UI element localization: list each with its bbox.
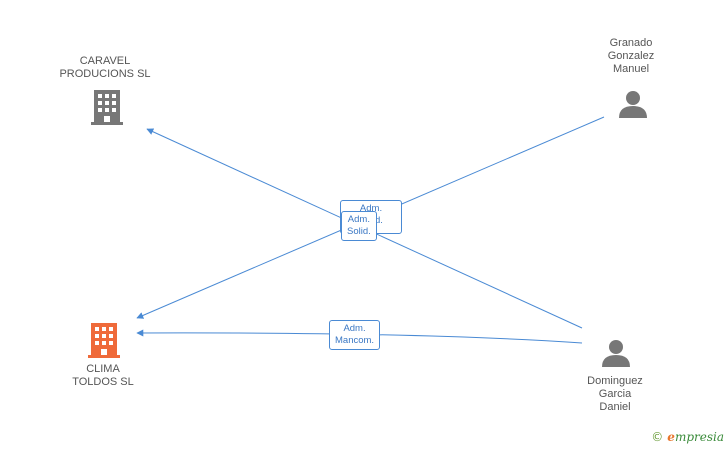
- person-icon[interactable]: [618, 89, 648, 119]
- building-icon[interactable]: [87, 322, 121, 358]
- node-label-line: Daniel: [599, 401, 631, 413]
- brand-e: e: [667, 430, 675, 444]
- node-label-line: Dominguez: [587, 375, 643, 387]
- node-label-line: CARAVEL: [79, 55, 131, 67]
- edge-label-line: Adm.: [359, 203, 383, 214]
- building-icon[interactable]: [90, 89, 124, 125]
- node-label-line: Garcia: [598, 388, 632, 400]
- edge-label-granado-clima[interactable]: Adm. Solid.: [341, 211, 377, 241]
- node-label-line: Manuel: [612, 63, 650, 75]
- node-label-line: PRODUCIONS SL: [59, 68, 151, 80]
- edge-label-line: Adm.: [347, 214, 370, 225]
- person-icon[interactable]: [601, 338, 631, 368]
- node-label-line: CLIMA: [86, 363, 120, 375]
- node-label-clima: CLIMA TOLDOS SL: [56, 363, 150, 389]
- node-label-granado: Granado Gonzalez Manuel: [586, 37, 676, 76]
- copyright-icon: ©: [651, 430, 664, 444]
- edge-label-line: Solid.: [347, 226, 371, 237]
- edge-label-line: Mancom.: [335, 335, 375, 346]
- node-label-line: TOLDOS SL: [72, 376, 134, 388]
- node-label-line: Granado: [609, 37, 653, 49]
- node-label-caravel: CARAVEL PRODUCIONS SL: [58, 55, 152, 81]
- brand-logo[interactable]: ©empresia: [651, 430, 724, 444]
- edge-label-dominguez-clima[interactable]: Adm. Mancom.: [329, 320, 381, 350]
- edge-label-line: Adm.: [343, 323, 366, 334]
- node-label-line: Gonzalez: [607, 50, 655, 62]
- node-label-dominguez: Dominguez Garcia Daniel: [570, 375, 660, 414]
- brand-name: mpresia: [674, 430, 724, 444]
- edge-dominguez-clima: [136, 329, 583, 344]
